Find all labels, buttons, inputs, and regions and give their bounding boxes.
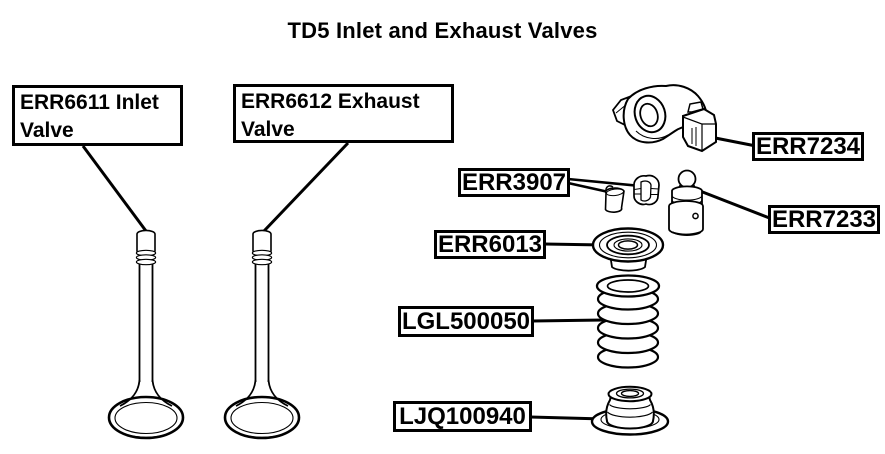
part-label-err6013-spring-cap: ERR6013: [434, 230, 546, 259]
part-label-lgl500050-valve-spring: LGL500050: [398, 306, 534, 337]
valve-stem-seal-drawing: [590, 385, 670, 436]
part-label-err6612-exhaust-valve: ERR6612 Exhaust Valve: [233, 84, 454, 143]
valve-collets-drawing: [604, 174, 660, 213]
leader-valve-spring: [531, 318, 605, 323]
exhaust-valve-drawing: [223, 229, 301, 440]
leader-inlet-valve: [81, 145, 148, 232]
part-label-err7233-tappet: ERR7233: [768, 205, 880, 234]
inlet-valve-drawing: [107, 229, 185, 440]
rocker-arm-drawing: [611, 84, 717, 153]
diagram-title: TD5 Inlet and Exhaust Valves: [287, 18, 598, 43]
hydraulic-tappet-drawing: [668, 169, 704, 236]
part-label-err7234-rocker-arm: ERR7234: [752, 132, 864, 161]
valve-spring-cap-drawing: [591, 227, 665, 272]
leader-exhaust-valve: [262, 141, 350, 233]
leader-lines: [81, 133, 773, 421]
leader-collet-upper: [567, 177, 641, 188]
part-label-err6611-inlet-valve: ERR6611 Inlet Valve: [12, 85, 183, 146]
part-label-err3907-collets: ERR3907: [458, 168, 570, 197]
valve-spring-drawing: [595, 274, 661, 369]
part-label-ljq100940-stem-seal: LJQ100940: [393, 401, 532, 432]
leader-tappet: [699, 189, 773, 221]
